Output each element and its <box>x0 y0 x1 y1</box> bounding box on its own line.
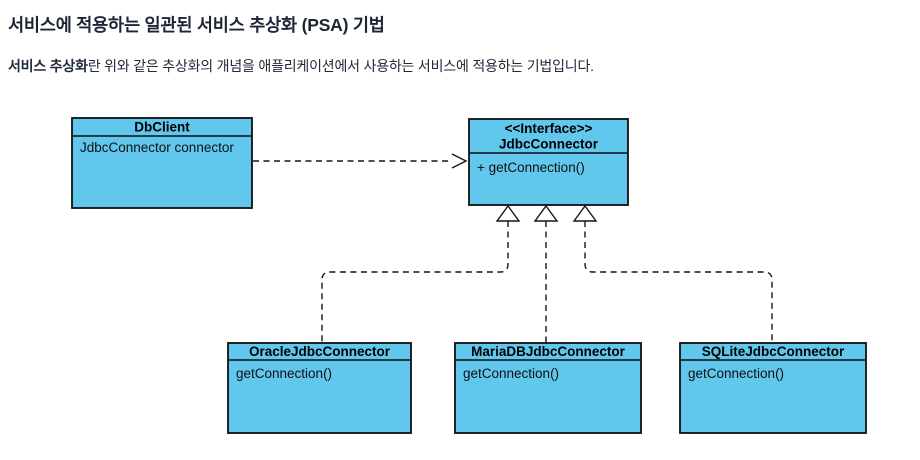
class-box-oraclejdbcconnector: OracleJdbcConnector getConnection() <box>227 342 412 434</box>
realization-triangle-icon-right <box>572 204 598 222</box>
interface-class-name: JdbcConnector <box>499 137 599 152</box>
sqlite-method: getConnection() <box>688 366 784 381</box>
realization-triangle-icon-middle <box>533 204 559 222</box>
realization-triangle-icon-left <box>495 204 521 222</box>
oracle-method: getConnection() <box>236 366 332 381</box>
intro-text: 란 위와 같은 추상화의 개념을 애플리케이션에서 사용하는 서비스에 적용하는… <box>87 58 594 74</box>
mariadb-method: getConnection() <box>463 366 559 381</box>
sqlite-box-rect <box>679 342 867 434</box>
mariadb-class-name: MariaDBJdbcConnector <box>471 344 626 359</box>
class-box-dbclient: DbClient JdbcConnector connector <box>71 117 253 209</box>
page-title: 서비스에 적용하는 일관된 서비스 추상화 (PSA) 기법 <box>8 15 385 35</box>
oracle-class-name: OracleJdbcConnector <box>249 344 391 359</box>
dbclient-attribute: JdbcConnector connector <box>80 140 234 155</box>
interface-stereotype: <<Interface>> <box>505 121 593 136</box>
sqlite-class-name: SQLiteJdbcConnector <box>702 344 845 359</box>
class-box-jdbcconnector-interface: <<Interface>> JdbcConnector + getConnect… <box>468 118 629 206</box>
class-box-sqlitejdbcconnector: SQLiteJdbcConnector getConnection() <box>679 342 867 434</box>
mariadb-box-rect <box>454 342 642 434</box>
intro-paragraph: 서비스 추상화란 위와 같은 추상화의 개념을 애플리케이션에서 사용하는 서비… <box>8 56 594 76</box>
class-box-mariadbjdbcconnector: MariaDBJdbcConnector getConnection() <box>454 342 642 434</box>
realization-edge-oracle <box>321 221 509 343</box>
realization-edge-sqlite <box>584 221 773 343</box>
dbclient-box-rect <box>71 117 253 209</box>
dbclient-class-name: DbClient <box>134 120 190 135</box>
intro-bold-term: 서비스 추상화 <box>8 58 88 74</box>
oracle-box-rect <box>227 342 412 434</box>
interface-box-rect <box>468 118 629 206</box>
interface-method: + getConnection() <box>477 160 585 175</box>
dependency-open-arrowhead-icon <box>451 153 468 169</box>
